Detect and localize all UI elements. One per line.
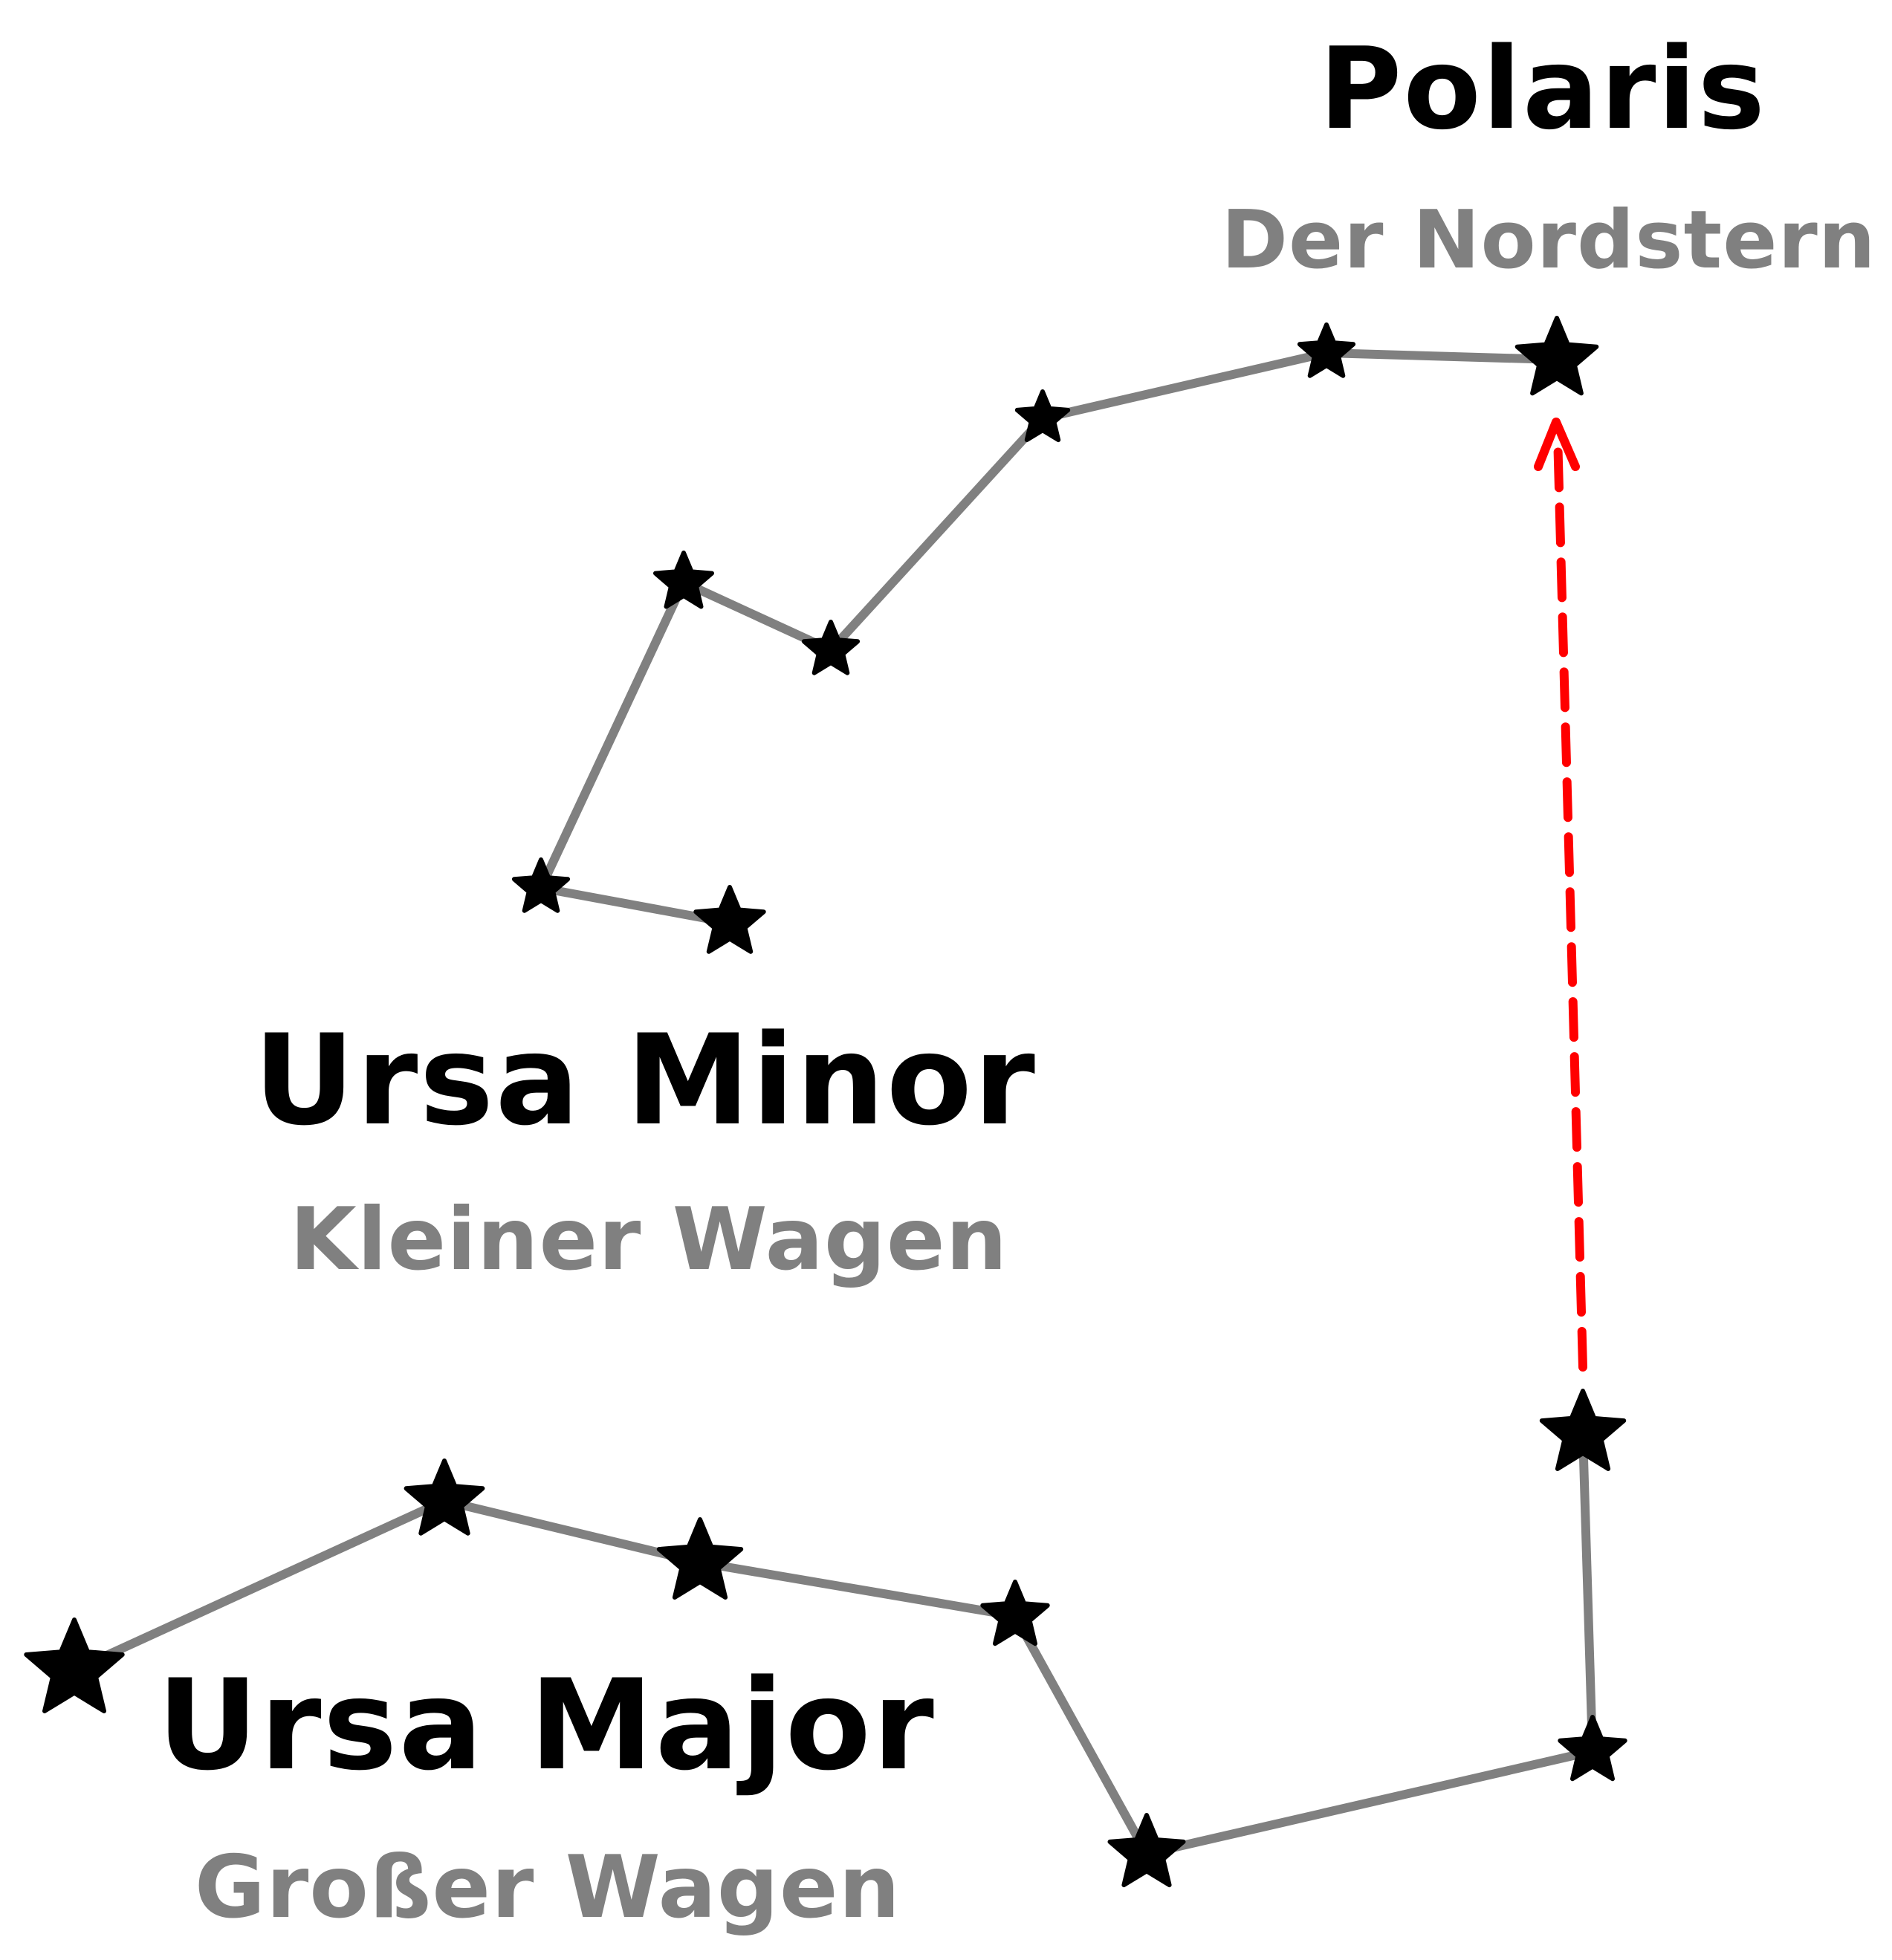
arrowhead-icon xyxy=(1534,418,1580,471)
star-icon xyxy=(404,1458,485,1536)
star-icon xyxy=(801,620,861,675)
star-icon xyxy=(1514,316,1599,396)
star-icon xyxy=(1558,1715,1627,1782)
star-icon xyxy=(653,551,714,609)
ursa-major-subtitle: Großer Wagen xyxy=(195,1837,901,1938)
star-icon xyxy=(1297,322,1356,378)
star-icon xyxy=(1014,389,1071,443)
star-icon xyxy=(1539,1389,1627,1471)
star-icon xyxy=(24,1617,125,1713)
ursa-minor-stars xyxy=(511,316,1599,954)
star-icon xyxy=(656,1517,744,1600)
ursa-minor-subtitle: Kleiner Wagen xyxy=(290,1190,1008,1290)
polaris-title: Polaris xyxy=(1319,23,1766,155)
ursa-minor-lines xyxy=(537,348,1561,927)
star-icon xyxy=(511,857,571,913)
pointer-arrow xyxy=(1553,430,1587,1372)
ursa-major-stars xyxy=(24,1389,1627,1888)
star-icon xyxy=(693,885,766,954)
polaris-subtitle: Der Nordstern xyxy=(1221,194,1876,287)
star-icon xyxy=(980,1580,1050,1646)
ursa-minor-title: Ursa Minor xyxy=(253,1007,1037,1153)
ursa-major-title: Ursa Major xyxy=(157,1652,936,1798)
star-icon xyxy=(1107,1813,1186,1888)
